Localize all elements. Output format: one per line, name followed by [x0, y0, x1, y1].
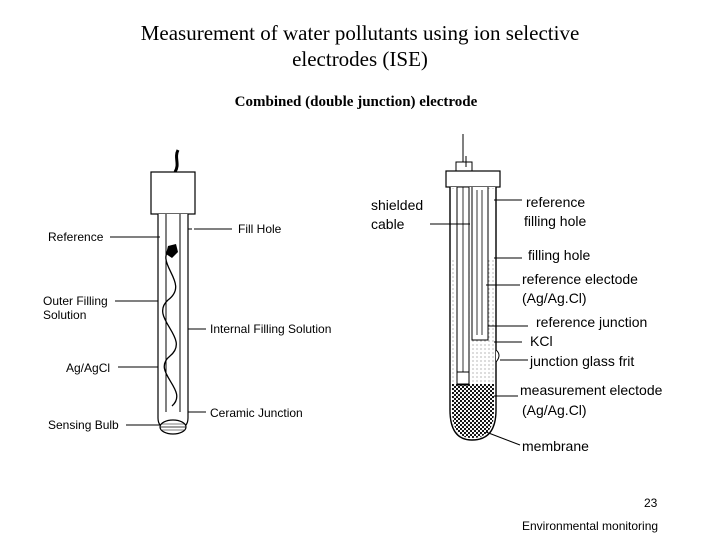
- label-outer-filling-line2: Solution: [43, 308, 87, 322]
- label-filling-hole: filling hole: [528, 247, 591, 263]
- slide-title: Measurement of water pollutants using io…: [0, 20, 720, 72]
- label-ag-agcl: Ag/AgCl: [66, 361, 111, 375]
- right-electrode: [445, 134, 501, 441]
- title-line-1: Measurement of water pollutants using io…: [140, 21, 580, 45]
- label-fill-hole: Fill Hole: [238, 222, 282, 236]
- label-measurement-electrode-line1: measurement electode: [520, 382, 663, 398]
- label-reference-junction: reference junction: [536, 314, 648, 330]
- label-outer-filling-line1: Outer Filling: [43, 294, 108, 308]
- label-membrane: membrane: [522, 438, 589, 454]
- right-reference-tube: [471, 187, 489, 341]
- label-shielded-line1: shielded: [371, 197, 424, 213]
- label-reference: Reference: [48, 230, 104, 244]
- left-cable: [173, 149, 180, 173]
- label-measurement-electrode-line2: (Ag/Ag.Cl): [522, 402, 587, 418]
- label-junction-glass-frit: junction glass frit: [530, 353, 635, 369]
- page-number: 23: [644, 496, 658, 510]
- label-sensing-bulb: Sensing Bulb: [48, 418, 119, 432]
- diagram-subtitle: Combined (double junction) electrode: [234, 94, 478, 110]
- right-cable-connector: [455, 161, 473, 172]
- label-reference-filling-line2: filling hole: [524, 213, 587, 229]
- label-kcl: KCl: [530, 333, 553, 349]
- footer-text: Environmental monitoring: [522, 519, 659, 533]
- right-junction-frit: [495, 349, 500, 363]
- left-reference-element: [166, 244, 178, 258]
- label-shielded-line2: cable: [371, 216, 405, 232]
- left-electrode: [150, 149, 196, 435]
- right-top-cap: [445, 170, 501, 188]
- left-cap: [150, 171, 196, 215]
- label-ceramic-junction: Ceramic Junction: [210, 406, 303, 420]
- label-reference-electrode-line1: reference electode: [522, 271, 638, 287]
- right-measurement-fill: [452, 384, 494, 438]
- label-reference-filling-line1: reference: [526, 194, 586, 210]
- right-leader-lines: [430, 156, 528, 446]
- left-helix-wire: [162, 245, 178, 407]
- title-line-2: electrodes (ISE): [292, 47, 428, 71]
- label-reference-electrode-line2: (Ag/Ag.Cl): [522, 290, 587, 306]
- label-internal-filling-solution: Internal Filling Solution: [210, 322, 332, 336]
- left-leader-lines: [110, 228, 232, 426]
